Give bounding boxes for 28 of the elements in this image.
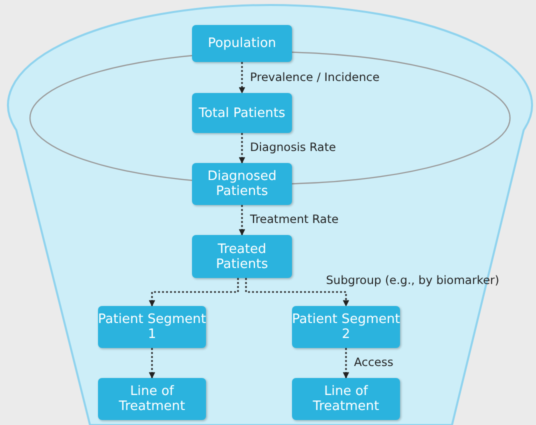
process-box — [98, 306, 206, 348]
box-label: Population — [208, 36, 276, 51]
process-box — [292, 378, 400, 420]
edge-label: Access — [354, 355, 394, 369]
box-label: Line of Treatment — [118, 384, 186, 414]
arrow — [148, 348, 156, 379]
arrow — [245, 278, 350, 307]
process-box — [192, 93, 292, 133]
box-label: Diagnosed Patients — [206, 169, 278, 199]
box-label: Treated Patients — [214, 242, 270, 272]
process-box — [192, 235, 292, 278]
arrow — [342, 348, 350, 379]
edge-label: Diagnosis Rate — [250, 140, 336, 154]
process-box — [192, 25, 292, 62]
box-label: Patient Segment 2 — [292, 312, 400, 342]
process-box — [98, 378, 206, 420]
process-box — [292, 306, 400, 348]
arrow — [238, 205, 246, 236]
process-box — [192, 163, 292, 205]
box-label: Patient Segment 1 — [98, 312, 206, 342]
arrow — [148, 278, 239, 307]
arrow — [238, 133, 246, 164]
edge-label: Prevalence / Incidence — [250, 70, 380, 84]
edge-label: Subgroup (e.g., by biomarker) — [326, 273, 500, 287]
edge-label: Treatment Rate — [250, 212, 339, 226]
box-label: Line of Treatment — [312, 384, 380, 414]
box-label: Total Patients — [198, 106, 286, 120]
arrow — [238, 62, 246, 94]
